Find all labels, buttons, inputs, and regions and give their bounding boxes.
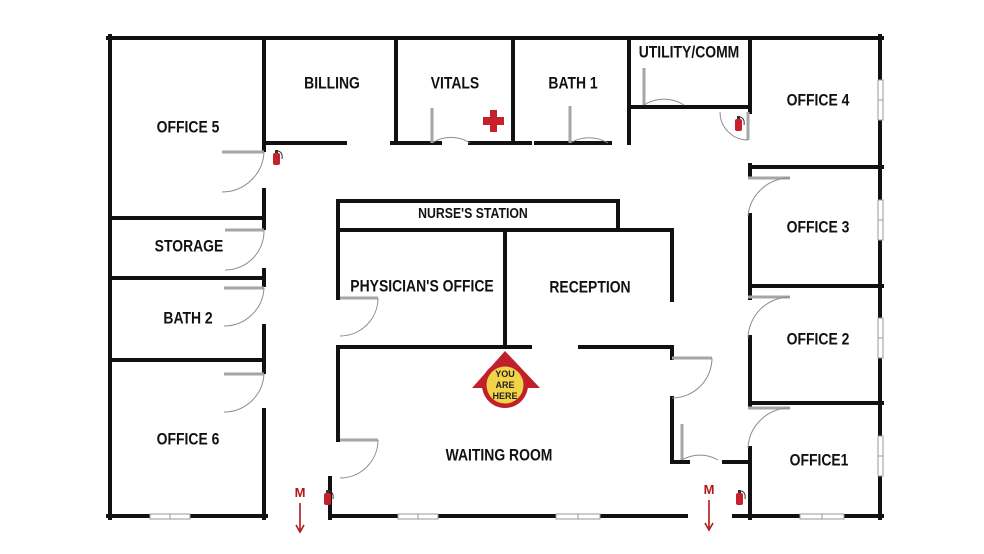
door-swing (223, 373, 265, 413)
walls (106, 34, 884, 520)
room-label-waiting-room: WAITING ROOM (446, 446, 553, 465)
extinguisher-body (324, 493, 331, 505)
fire-extinguisher-icon (324, 490, 334, 505)
door-swing (339, 439, 379, 479)
room-label-vitals: VITALS (431, 74, 479, 93)
door-swing (681, 454, 719, 461)
extinguisher-valve (737, 116, 740, 119)
extinguisher-body (736, 493, 743, 505)
door-swing (747, 296, 791, 339)
extinguisher-valve (738, 490, 741, 493)
exit-marker-left: M (295, 485, 306, 534)
extinguisher-hose (277, 150, 283, 160)
extinguisher-body (735, 119, 742, 131)
door-swing (643, 98, 685, 106)
door-swing (224, 229, 265, 271)
room-label-bath-2: BATH 2 (163, 309, 213, 328)
room-label-utility-comm: UTILITY/COMM (639, 43, 740, 62)
you-are-here-line-3: HERE (492, 391, 517, 401)
room-label-billing: BILLING (304, 74, 360, 93)
room-label-office-2: OFFICE 2 (787, 330, 850, 349)
room-label-nurses-station: NURSE'S STATION (418, 205, 528, 221)
exit-marker-right: M (704, 482, 715, 532)
fire-extinguishers (273, 116, 746, 505)
door-swing (221, 151, 265, 193)
you-are-here-line-2: ARE (495, 380, 514, 390)
room-labels: OFFICE 5 BILLING VITALS BATH 1 UTILITY/C… (155, 43, 850, 470)
door-swing (223, 287, 265, 327)
fire-extinguisher-icon (735, 116, 745, 131)
extinguisher-hose (328, 490, 334, 500)
doors (221, 68, 791, 479)
fire-extinguisher-icon (273, 150, 283, 165)
fire-extinguisher-icon (736, 490, 746, 505)
medical-cross-icon (483, 110, 504, 132)
room-label-office-1: OFFICE1 (790, 451, 849, 470)
door-swing (339, 297, 379, 337)
door-swing (569, 137, 609, 144)
room-label-physicians-office: PHYSICIAN'S OFFICE (350, 277, 493, 296)
extinguisher-valve (275, 150, 278, 153)
room-label-office-6: OFFICE 6 (157, 430, 220, 449)
extinguisher-body (273, 153, 280, 165)
room-label-office-3: OFFICE 3 (787, 218, 850, 237)
door-swing (747, 407, 791, 449)
door-swing (671, 357, 713, 399)
exit-label-right: M (704, 482, 715, 497)
room-label-storage: STORAGE (155, 237, 224, 256)
you-are-here-line-1: YOU (495, 369, 515, 379)
room-label-office-5: OFFICE 5 (157, 118, 220, 137)
room-label-office-4: OFFICE 4 (787, 91, 850, 110)
door-swing (747, 177, 791, 217)
room-label-bath-1: BATH 1 (548, 74, 598, 93)
extinguisher-valve (326, 490, 329, 493)
extinguisher-hose (739, 116, 745, 126)
windows (149, 79, 884, 520)
exit-label-left: M (295, 485, 306, 500)
extinguisher-hose (740, 490, 746, 500)
door-swing (431, 136, 471, 144)
room-label-reception: RECEPTION (549, 278, 630, 297)
you-are-here-marker: YOU ARE HERE (472, 351, 540, 408)
door-swing (719, 111, 749, 141)
